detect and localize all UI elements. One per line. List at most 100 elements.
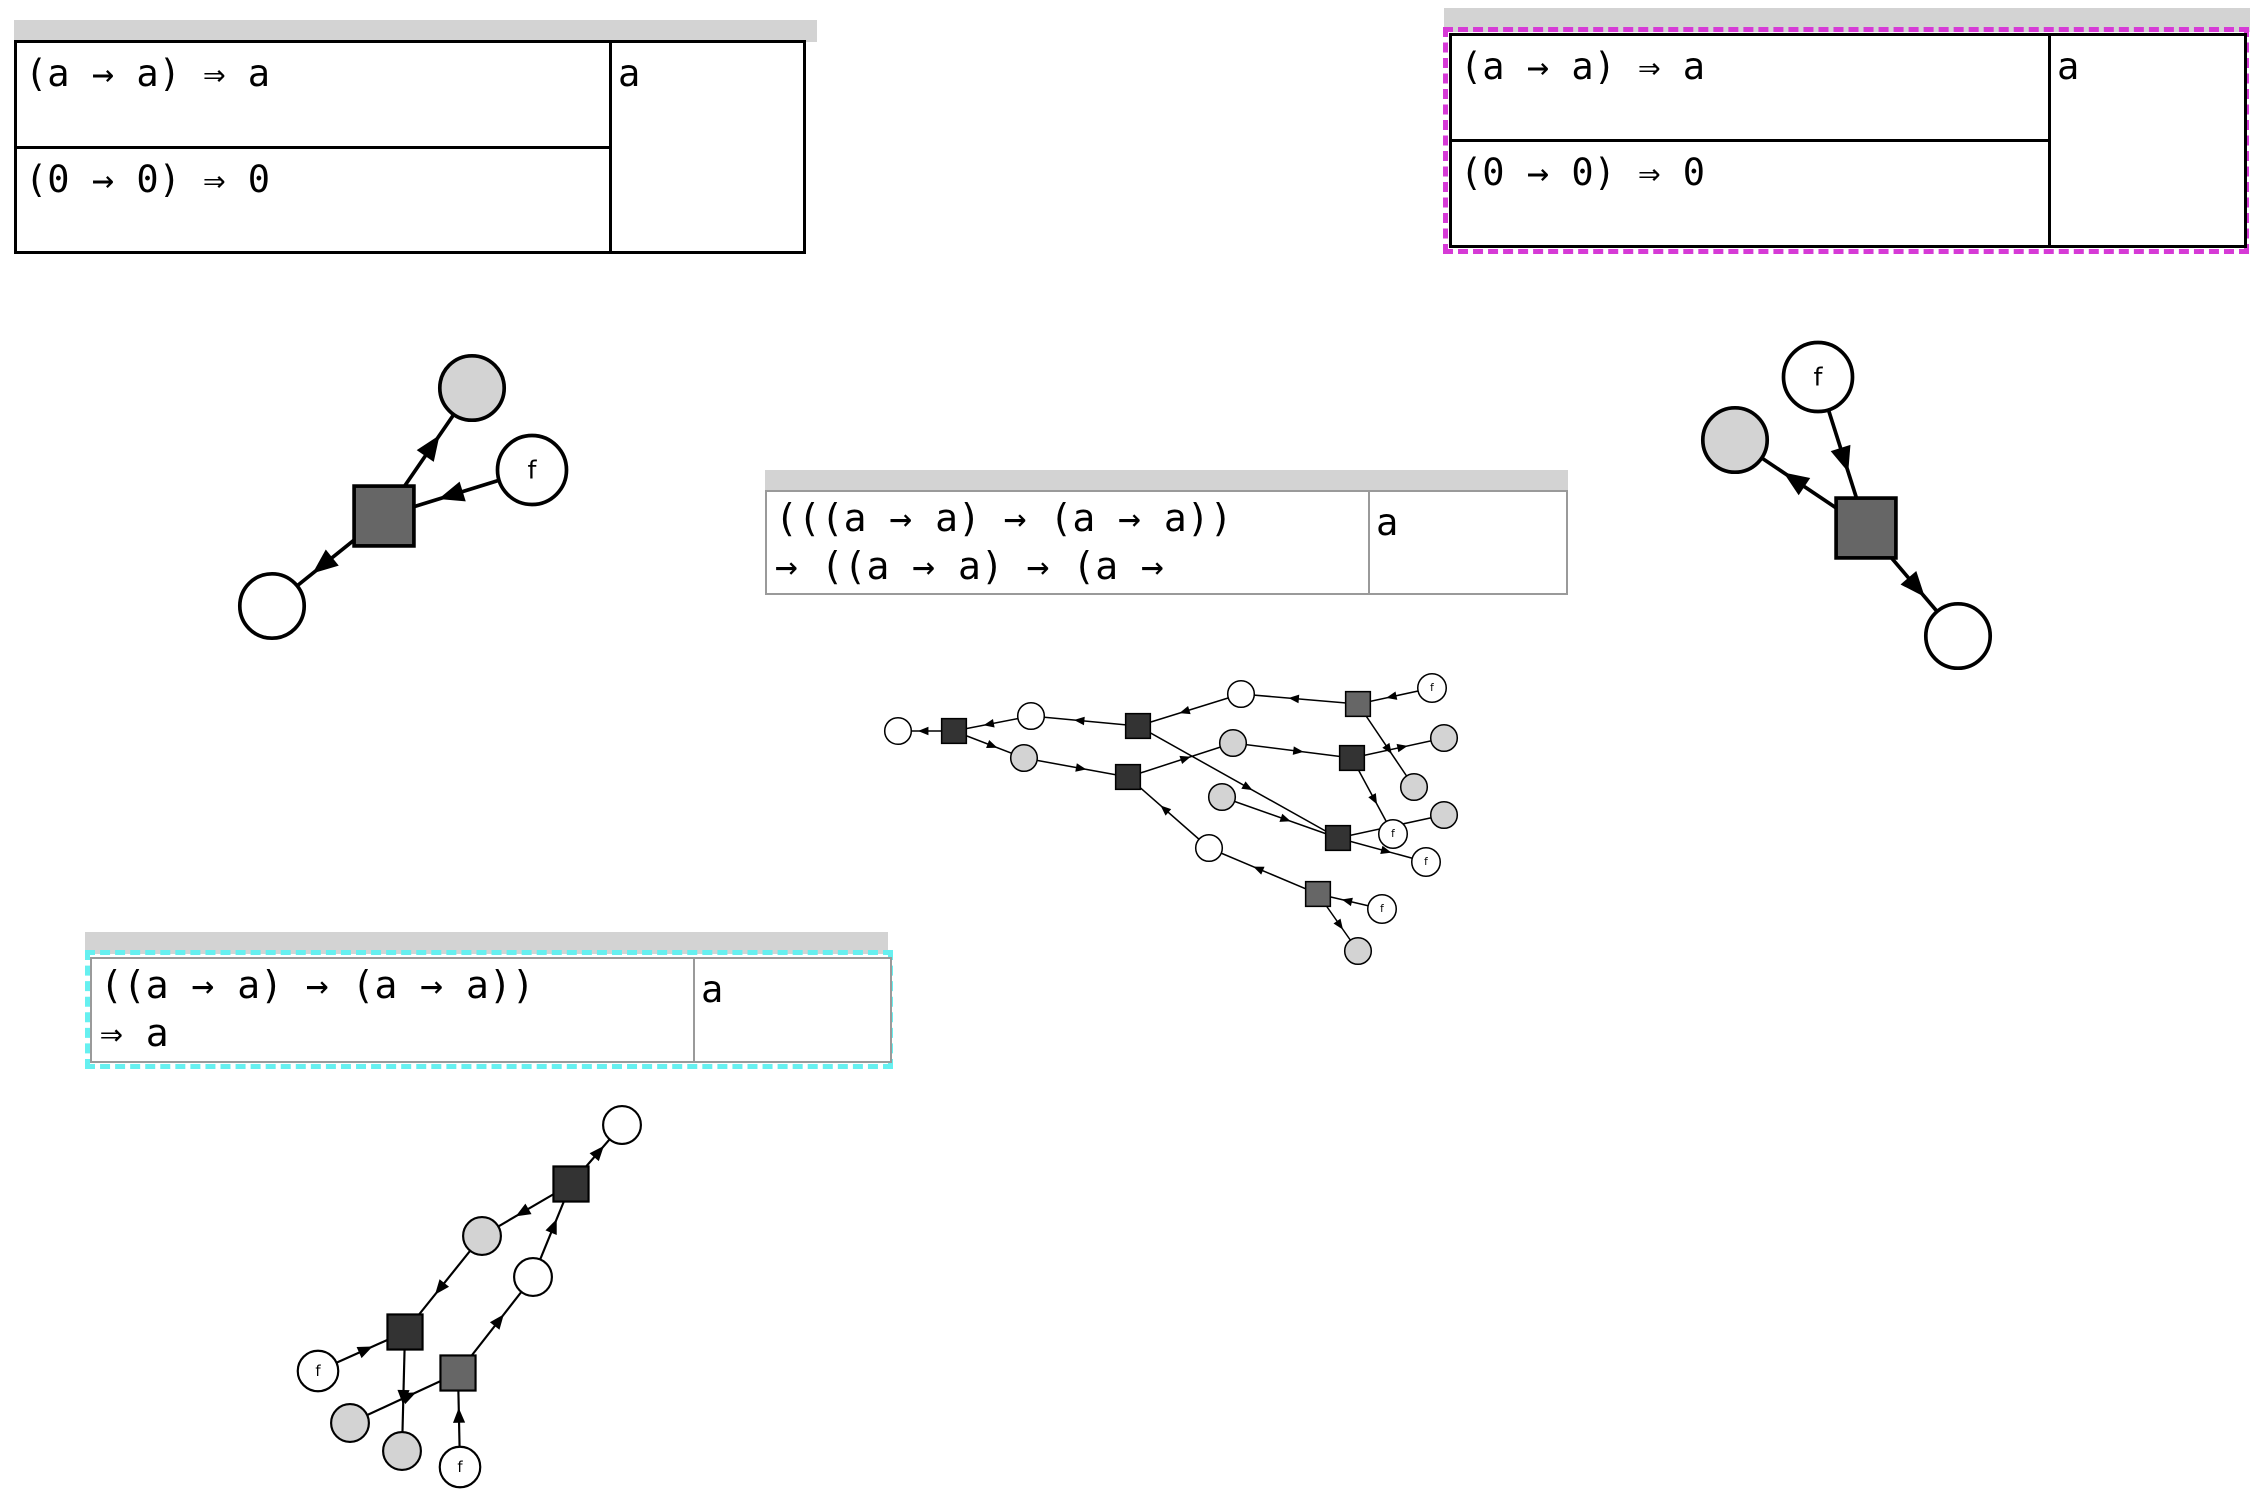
edge-arrowhead: [1386, 691, 1398, 700]
result-cell[interactable]: a: [2048, 33, 2247, 248]
gray-node[interactable]: [1207, 782, 1237, 812]
panel-title-bar[interactable]: [765, 470, 1568, 492]
panel-title-bar[interactable]: [14, 20, 817, 42]
operator-node[interactable]: [352, 484, 416, 548]
white-node[interactable]: [1194, 833, 1224, 863]
edge-arrowhead: [1160, 805, 1172, 816]
function-node-label[interactable]: f: [1430, 682, 1434, 694]
result-cell[interactable]: a: [1368, 490, 1568, 595]
edge-arrowhead: [400, 1392, 417, 1405]
rule-table: (a → a) ⇒ a (0 → 0) ⇒ 0 a: [14, 40, 806, 254]
gray-node[interactable]: [1700, 405, 1770, 475]
edge-arrowhead: [1288, 694, 1300, 704]
edge-line: [1127, 742, 1234, 778]
edge-arrowhead: [438, 481, 466, 502]
function-node-label[interactable]: f: [1424, 856, 1428, 868]
white-node[interactable]: [602, 1105, 642, 1145]
function-node[interactable]: [296, 1349, 340, 1393]
operator-node[interactable]: [1834, 496, 1898, 560]
rule-cell[interactable]: (0 → 0) ⇒ 0: [17, 145, 609, 252]
rule-cell[interactable]: (a → a) ⇒ a: [25, 52, 271, 95]
edge-arrowhead: [435, 1279, 450, 1295]
white-node[interactable]: [1923, 601, 1993, 671]
rule-list: (a → a) ⇒ a (0 → 0) ⇒ 0: [1449, 33, 2048, 248]
rule-list: (((a → a) → (a → a)) → ((a → a) → (a →: [765, 490, 1368, 595]
edge-arrowhead: [356, 1346, 373, 1359]
rule-cell[interactable]: (a → a) ⇒ a: [1460, 45, 1706, 88]
white-node[interactable]: [883, 716, 913, 746]
function-node[interactable]: [1366, 893, 1398, 925]
rule-table: (a → a) ⇒ a (0 → 0) ⇒ 0 a: [1449, 33, 2247, 248]
edge-arrowhead: [1292, 746, 1304, 755]
edge-arrowhead: [589, 1145, 604, 1162]
gray-node[interactable]: [1218, 728, 1248, 758]
rule-cell[interactable]: (((a → a) → (a → a)) → ((a → a) → (a →: [775, 496, 1233, 588]
operator-node[interactable]: [552, 1165, 590, 1203]
edge-arrowhead: [1382, 742, 1392, 754]
edge-arrowhead: [1783, 472, 1811, 496]
operator-node[interactable]: [1124, 712, 1152, 740]
edge-arrowhead: [1279, 813, 1291, 822]
edge-line: [1221, 796, 1339, 839]
edge-arrowhead: [1333, 918, 1344, 930]
function-node[interactable]: [1377, 818, 1409, 850]
rule-cell[interactable]: (0 → 0) ⇒ 0: [1452, 139, 2048, 245]
gray-node[interactable]: [437, 353, 507, 423]
gray-node[interactable]: [1429, 723, 1459, 753]
result-cell[interactable]: a: [609, 40, 806, 254]
operator-node[interactable]: [1304, 880, 1332, 908]
gray-node[interactable]: [1343, 936, 1373, 966]
function-node[interactable]: [1410, 846, 1442, 878]
edge-arrowhead: [545, 1218, 557, 1236]
operator-node[interactable]: [1324, 824, 1352, 852]
function-node[interactable]: [495, 433, 569, 507]
gray-node[interactable]: [1399, 772, 1429, 802]
edge-line: [1030, 715, 1139, 727]
function-node-label[interactable]: f: [1380, 903, 1384, 915]
panel-title-bar[interactable]: [85, 932, 888, 954]
operator-node[interactable]: [386, 1313, 424, 1351]
gray-node[interactable]: [330, 1403, 370, 1443]
edge-arrowhead: [1073, 716, 1085, 726]
edge-arrowhead: [1341, 897, 1353, 907]
edge-arrowhead: [489, 1314, 504, 1330]
rule-table: (((a → a) → (a → a)) → ((a → a) → (a → a: [765, 490, 1568, 595]
function-node-label[interactable]: f: [315, 1362, 321, 1380]
edge-arrowhead: [1830, 444, 1851, 473]
function-node[interactable]: [1416, 672, 1448, 704]
gray-node[interactable]: [462, 1216, 502, 1256]
gray-node[interactable]: [382, 1431, 422, 1471]
edge-arrowhead: [416, 435, 440, 462]
white-node[interactable]: [237, 571, 307, 641]
white-node[interactable]: [513, 1257, 553, 1297]
white-node[interactable]: [1016, 701, 1046, 731]
edge-arrowhead: [986, 739, 998, 748]
function-node-label[interactable]: f: [1391, 828, 1395, 840]
edge-line: [1232, 742, 1353, 759]
edge-arrowhead: [917, 726, 929, 736]
edge-line: [1023, 757, 1129, 778]
gray-node[interactable]: [1009, 743, 1039, 773]
operator-node[interactable]: [439, 1354, 477, 1392]
edge-line: [1208, 847, 1319, 895]
edge-arrowhead: [983, 719, 995, 728]
edge-line: [1127, 776, 1210, 849]
function-node[interactable]: [438, 1445, 482, 1489]
edge-arrowhead: [1396, 743, 1408, 753]
rule-cell[interactable]: ((a → a) → (a → a)) ⇒ a: [100, 963, 535, 1055]
function-node-label[interactable]: f: [457, 1458, 463, 1476]
operator-node[interactable]: [940, 717, 968, 745]
function-node-label[interactable]: f: [1814, 363, 1824, 392]
operator-node[interactable]: [1114, 763, 1142, 791]
gray-node[interactable]: [1429, 800, 1459, 830]
function-node[interactable]: [1781, 340, 1855, 414]
operator-node[interactable]: [1338, 744, 1366, 772]
white-node[interactable]: [1226, 679, 1256, 709]
edge-arrowhead: [1241, 781, 1253, 791]
function-node-label[interactable]: f: [528, 456, 538, 485]
edge-arrowhead: [515, 1203, 532, 1217]
edge-arrowhead: [1253, 866, 1265, 875]
result-cell[interactable]: a: [693, 957, 892, 1063]
operator-node[interactable]: [1344, 690, 1372, 718]
